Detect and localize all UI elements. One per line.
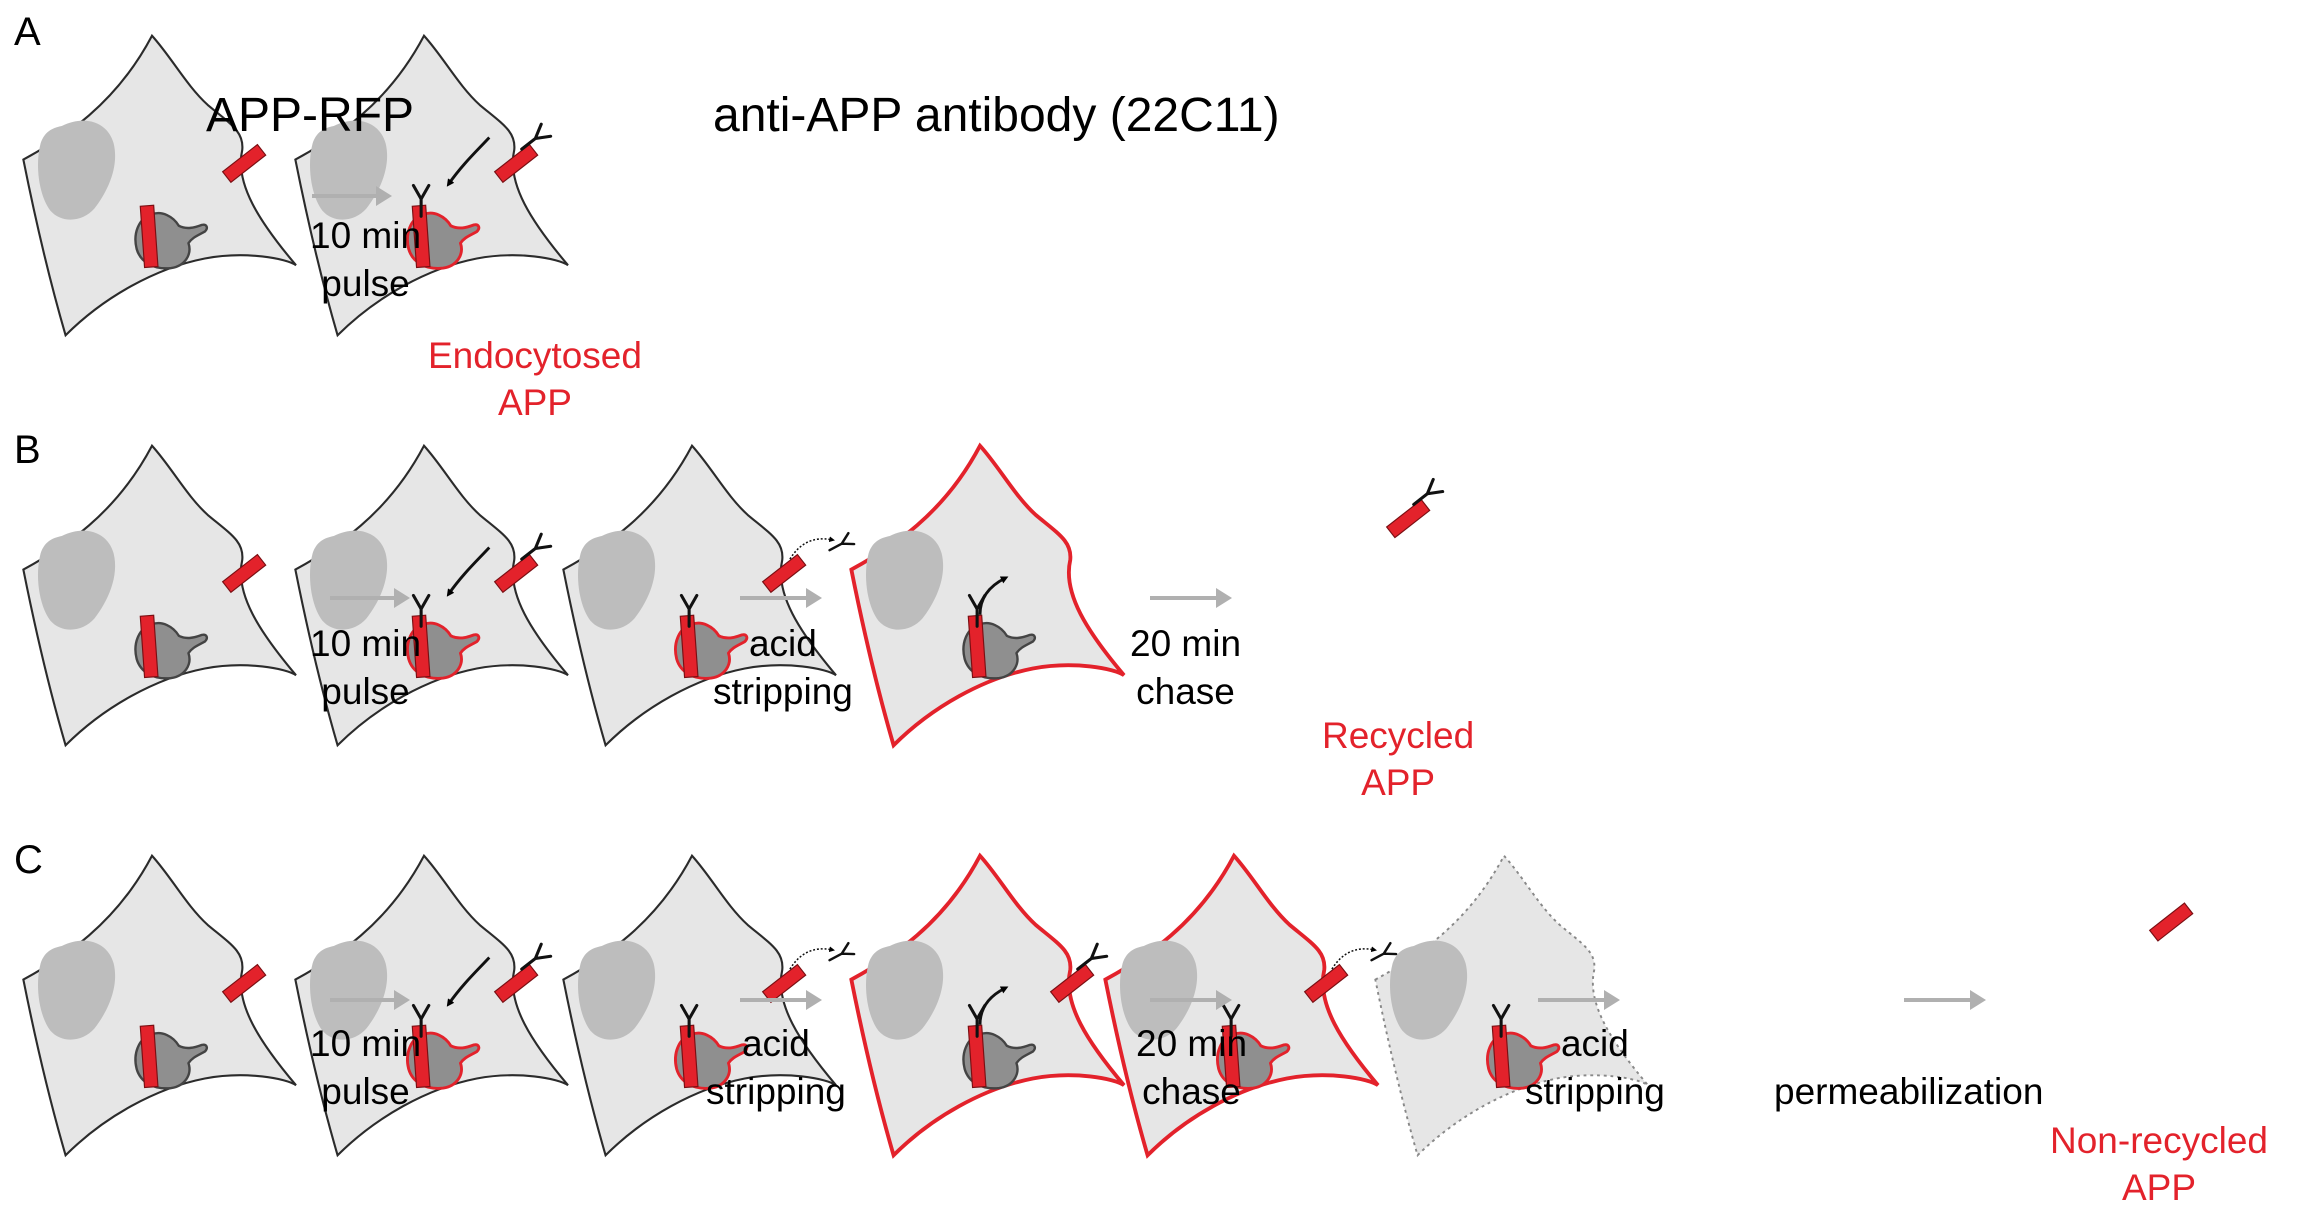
nucleus	[1119, 940, 1198, 1040]
arrow-pulse-a-head	[376, 186, 392, 206]
nucleus	[865, 940, 944, 1040]
app-rfp-label: APP-RFP	[206, 89, 415, 142]
nucleus	[1389, 940, 1468, 1040]
step-label-permeabilization: permeabilization	[1774, 1071, 2044, 1112]
nucleus	[577, 530, 656, 630]
cell-b2	[294, 443, 569, 748]
cell-a1	[22, 33, 297, 338]
nucleus	[309, 530, 388, 630]
cell-membrane	[562, 443, 837, 748]
cell-membrane	[849, 442, 1126, 749]
antibody-label: anti-APP antibody (22C11)	[713, 89, 1280, 142]
cell-membrane	[849, 852, 1126, 1159]
nucleus	[309, 940, 388, 1040]
panel-letter-b: B	[14, 428, 41, 472]
arrow-chase-b-head	[1216, 588, 1232, 608]
arrow-perm-c-head	[1970, 990, 1986, 1010]
cell-membrane	[562, 853, 837, 1158]
cell-membrane	[294, 853, 569, 1158]
cell-c3	[562, 853, 856, 1158]
nucleus	[37, 530, 116, 630]
cell-membrane	[22, 443, 297, 748]
cell-b3	[562, 443, 856, 748]
cell-b1	[22, 443, 297, 748]
cell-c5	[1103, 852, 1398, 1159]
arrow-chase-c-head	[1216, 990, 1232, 1010]
arrow-strip-c1-head	[806, 990, 822, 1010]
cell-c2	[294, 853, 569, 1158]
cell-b4	[849, 442, 1445, 749]
cell-membrane	[294, 443, 569, 748]
cell-membrane	[294, 33, 569, 338]
arrow-pulse-c-head	[394, 990, 410, 1010]
cell-c1	[22, 853, 297, 1158]
nucleus	[865, 530, 944, 630]
nucleus	[37, 940, 116, 1040]
cell-membrane	[1103, 852, 1380, 1159]
panel-letter-c: C	[14, 838, 43, 882]
cell-membrane	[22, 33, 297, 338]
panel-letter-a: A	[14, 10, 41, 54]
cell-membrane	[1374, 854, 1649, 1158]
cell-membrane	[22, 853, 297, 1158]
cell-c6	[1374, 854, 2194, 1158]
nucleus	[577, 940, 656, 1040]
arrow-pulse-b-head	[394, 588, 410, 608]
arrow-strip-c2-head	[1604, 990, 1620, 1010]
arrow-strip-b-head	[806, 588, 822, 608]
nucleus	[37, 120, 116, 220]
cell-c4	[849, 852, 1126, 1159]
